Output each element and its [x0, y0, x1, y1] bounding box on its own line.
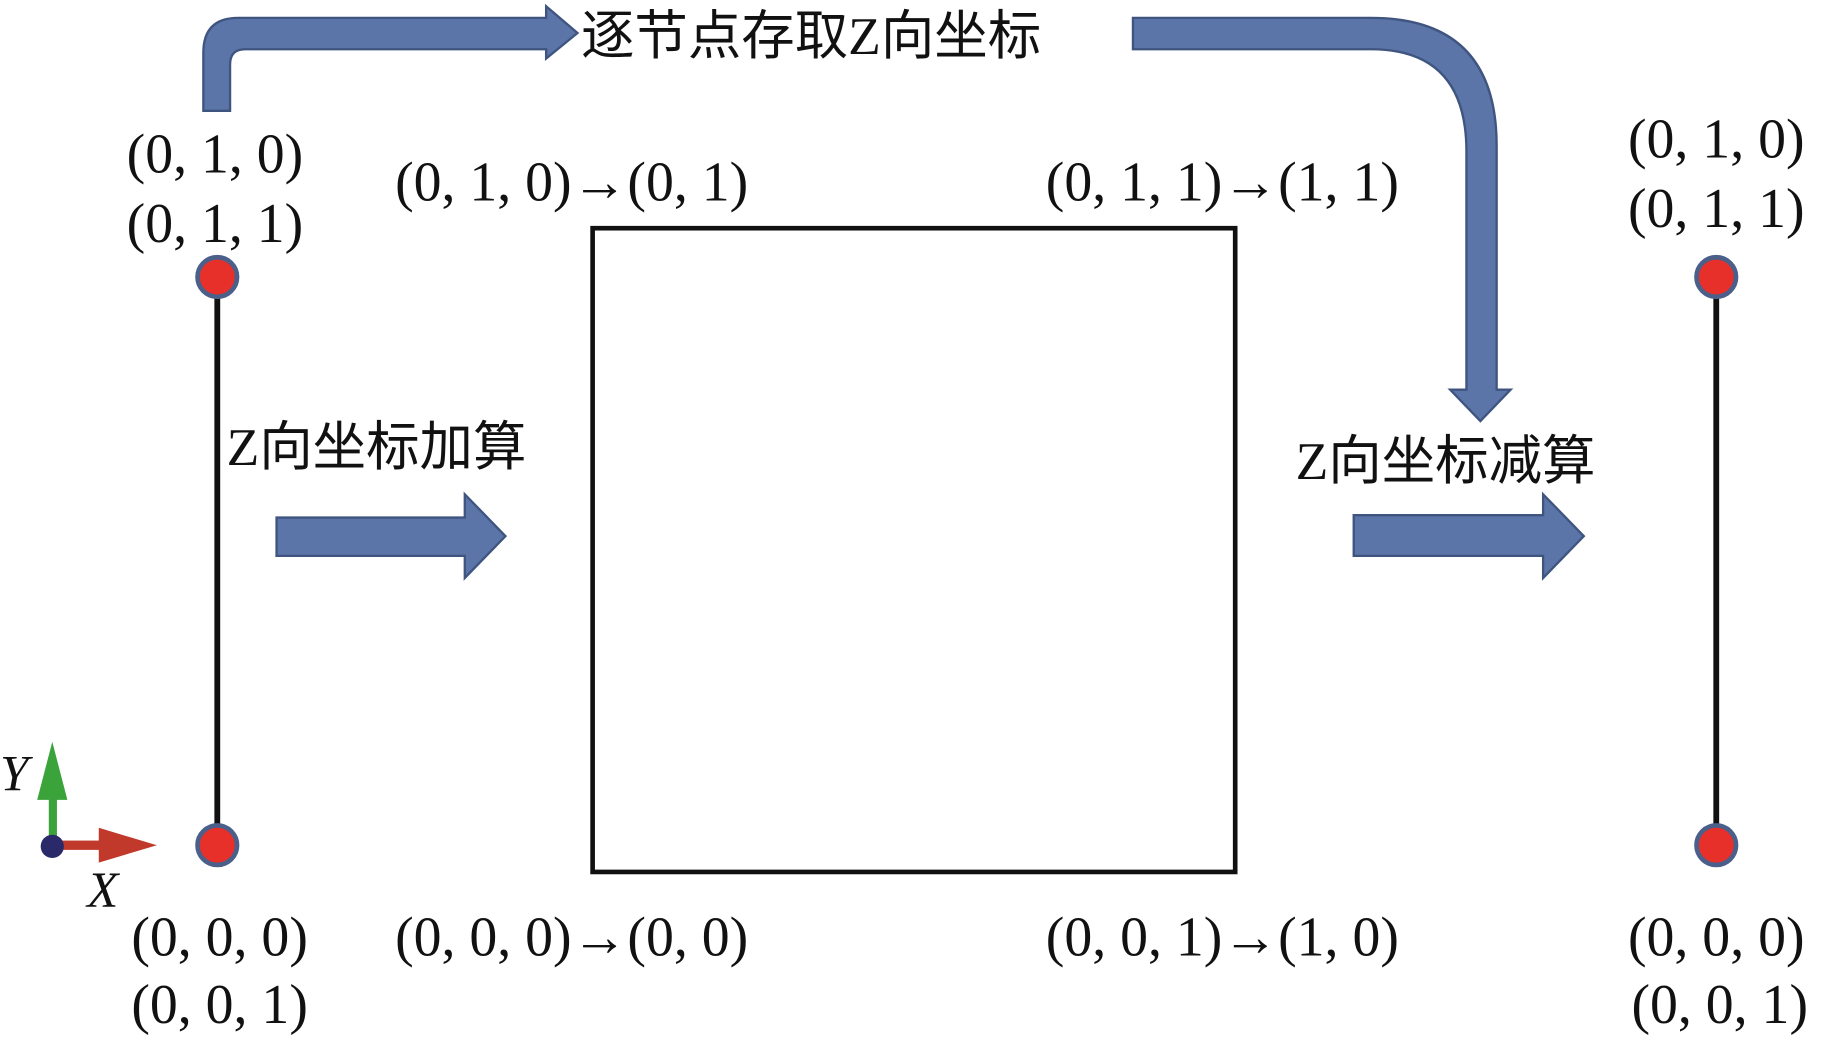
- left-bottom-node: [195, 823, 240, 868]
- square-element: [590, 225, 1238, 875]
- axes-triad: Y X: [0, 741, 157, 919]
- origin-dot: [40, 834, 64, 859]
- title-add: Z向坐标加算: [227, 417, 527, 477]
- y-axis-label: Y: [0, 746, 33, 803]
- right-bottom-label-1: (0, 0, 0): [1628, 907, 1805, 969]
- subtract-arrow: [1352, 491, 1586, 581]
- transfer-arrow: [1131, 16, 1514, 423]
- title-store: 逐节点存取Z向坐标: [581, 6, 1041, 66]
- left-top-label-1: (0, 1, 0): [127, 123, 304, 185]
- right-top-node: [1694, 254, 1739, 300]
- square-bottom-left-label: (0, 0, 0)→(0, 0): [395, 907, 748, 969]
- right-bottom-label-2: (0, 0, 1): [1631, 974, 1808, 1036]
- add-arrow: [275, 491, 508, 581]
- x-axis-label: X: [85, 862, 120, 919]
- left-bottom-label-2: (0, 0, 1): [131, 974, 308, 1036]
- store-arrow: [202, 3, 580, 113]
- right-bottom-node: [1694, 823, 1739, 868]
- square-top-left-label: (0, 1, 0)→(0, 1): [395, 151, 748, 213]
- title-subtract: Z向坐标减算: [1296, 431, 1596, 491]
- right-top-label-1: (0, 1, 0): [1628, 108, 1805, 170]
- square-bottom-right-label: (0, 0, 1)→(1, 0): [1046, 907, 1399, 969]
- square-top-right-label: (0, 1, 1)→(1, 1): [1046, 151, 1399, 213]
- left-top-node: [195, 254, 240, 300]
- x-axis-arrow: [98, 827, 157, 863]
- right-top-label-2: (0, 1, 1): [1628, 178, 1805, 240]
- left-bottom-label-1: (0, 0, 0): [131, 907, 308, 969]
- y-axis-arrow: [37, 741, 68, 800]
- left-top-label-2: (0, 1, 1): [127, 193, 304, 255]
